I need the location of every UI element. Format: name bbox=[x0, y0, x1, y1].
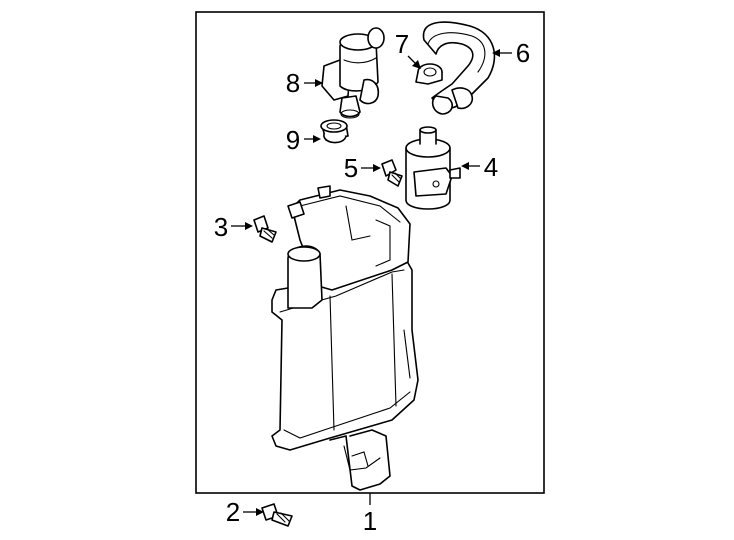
bolt-3-part[interactable] bbox=[253, 215, 277, 243]
callout-8-number: 8 bbox=[286, 68, 300, 98]
callout-3-number: 3 bbox=[214, 212, 228, 242]
callout-5: 5 bbox=[344, 153, 381, 183]
callout-6: 6 bbox=[492, 38, 530, 68]
callout-6-number: 6 bbox=[516, 38, 530, 68]
canister-part[interactable] bbox=[271, 185, 419, 491]
grommet-part[interactable] bbox=[320, 119, 349, 144]
bolt-2-part[interactable] bbox=[261, 503, 293, 527]
callout-7-number: 7 bbox=[395, 29, 409, 59]
callout-5-number: 5 bbox=[344, 153, 358, 183]
purge-valve-part[interactable] bbox=[321, 27, 385, 119]
filter-part[interactable] bbox=[405, 126, 461, 210]
hose-part[interactable] bbox=[422, 21, 496, 115]
hose-clamp-part[interactable] bbox=[415, 63, 443, 85]
callout-9: 9 bbox=[286, 125, 321, 155]
callout-4-number: 4 bbox=[484, 152, 498, 182]
callout-4: 4 bbox=[461, 152, 498, 182]
callout-3: 3 bbox=[214, 212, 253, 242]
callout-8: 8 bbox=[286, 68, 323, 98]
callout-7: 7 bbox=[395, 29, 421, 69]
callout-2: 2 bbox=[226, 497, 264, 527]
bolt-5-part[interactable] bbox=[381, 159, 403, 187]
callout-2-number: 2 bbox=[226, 497, 240, 527]
callout-1: 1 bbox=[363, 493, 377, 536]
callout-9-number: 9 bbox=[286, 125, 300, 155]
callout-1-number: 1 bbox=[363, 506, 377, 536]
